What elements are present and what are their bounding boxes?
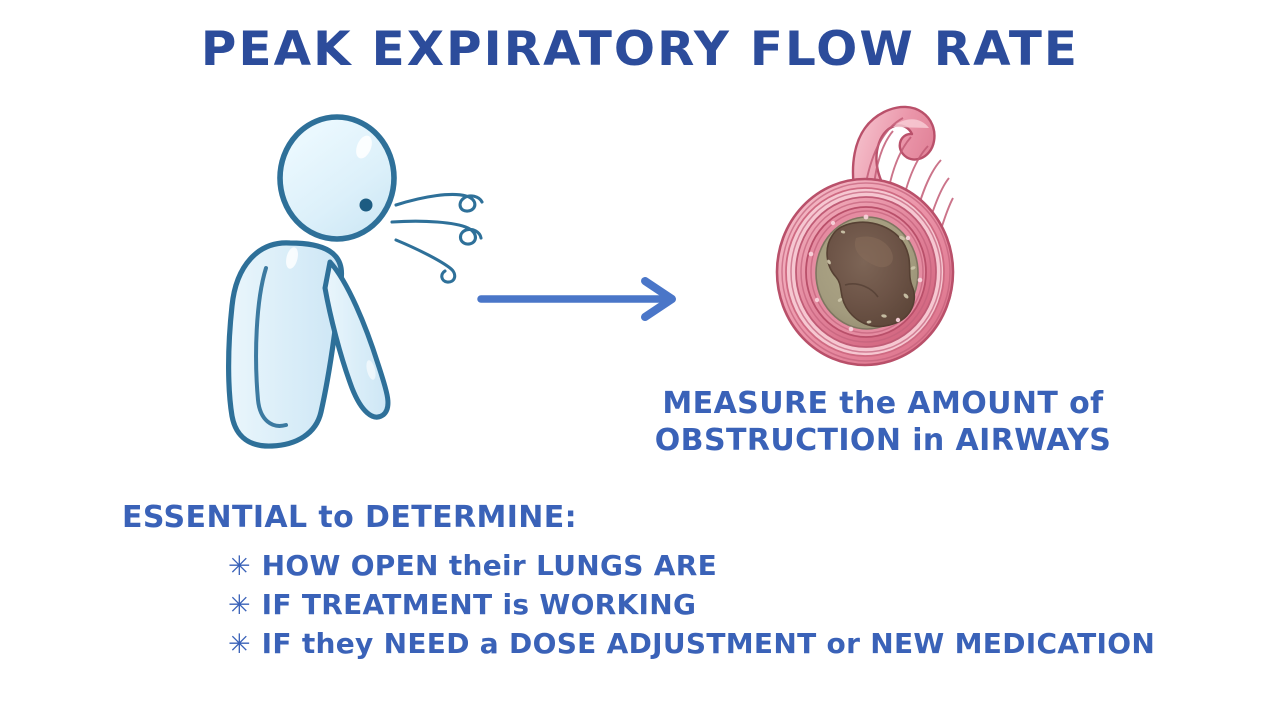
breath-line-2 xyxy=(390,219,483,246)
airway-caption: MEASURE the AMOUNT of OBSTRUCTION in AIR… xyxy=(648,385,1118,459)
arrow-head xyxy=(641,277,676,321)
caption-measure: MEASURE xyxy=(662,386,829,421)
caption-in: in xyxy=(912,423,945,458)
heading-essential: ESSENTIAL xyxy=(122,500,308,535)
airway-mucus-highlight xyxy=(854,236,893,268)
figure-torso xyxy=(226,240,345,449)
airway-lumen xyxy=(815,216,919,330)
caption-line-1: MEASURE the AMOUNT of xyxy=(648,385,1118,422)
person-figure xyxy=(226,114,397,449)
airway-cross-section xyxy=(775,105,955,367)
list-heading: ESSENTIAL to DETERMINE: xyxy=(122,500,1155,535)
list-item: ✳ HOW OPEN their LUNGS ARE xyxy=(228,549,1155,583)
figure-head xyxy=(277,114,397,242)
breath-lines xyxy=(390,192,484,284)
caption-line-2: OBSTRUCTION in AIRWAYS xyxy=(648,422,1118,459)
airway-outer-wall xyxy=(775,177,955,367)
list-item-label: HOW OPEN their LUNGS ARE xyxy=(261,549,718,582)
figure-shoulder-highlight xyxy=(286,247,298,269)
figure-head-highlight xyxy=(356,135,372,159)
caption-amount: AMOUNT xyxy=(907,386,1059,421)
airway-epithelial-dots xyxy=(808,214,923,332)
airway-ring-striations xyxy=(781,182,951,362)
airway-tail-highlight xyxy=(893,119,929,128)
heading-determine: DETERMINE: xyxy=(365,500,578,535)
airway-secretion-specks xyxy=(827,230,916,324)
asterisk-icon: ✳ xyxy=(228,629,251,660)
airway-tail-striations xyxy=(865,117,954,275)
asterisk-icon: ✳ xyxy=(228,551,251,582)
airway-ring-light xyxy=(785,187,945,357)
asterisk-icon: ✳ xyxy=(228,590,251,621)
determine-list-block: ESSENTIAL to DETERMINE: ✳ HOW OPEN their… xyxy=(122,500,1155,666)
figure-arm-highlight xyxy=(366,360,376,380)
airway-mucus-plug xyxy=(826,221,916,328)
page-title: PEAK EXPIRATORY FLOW RATE xyxy=(200,22,1080,77)
list-item: ✳ IF TREATMENT is WORKING xyxy=(228,588,1155,622)
caption-the: the xyxy=(839,386,897,421)
airway-ring-inner xyxy=(805,206,927,338)
figure-torso-contour xyxy=(254,266,288,428)
heading-to: to xyxy=(318,500,355,535)
caption-obstruction: OBSTRUCTION xyxy=(654,423,902,458)
caption-airways: AIRWAYS xyxy=(955,423,1112,458)
breath-line-3 xyxy=(394,238,457,284)
caption-of: of xyxy=(1069,386,1104,421)
list-item: ✳ IF they NEED a DOSE ADJUSTMENT or NEW … xyxy=(228,627,1155,661)
figure-arm xyxy=(322,259,391,420)
breath-line-1 xyxy=(394,192,484,213)
airway-tail xyxy=(851,105,953,302)
list-item-label: IF TREATMENT is WORKING xyxy=(261,588,697,621)
airway-mucus-contour xyxy=(844,283,879,298)
airway-ring-mid xyxy=(795,196,937,348)
figure-eye xyxy=(359,198,373,212)
flow-arrow xyxy=(477,277,676,321)
list-item-label: IF they NEED a DOSE ADJUSTMENT or NEW ME… xyxy=(261,627,1156,660)
